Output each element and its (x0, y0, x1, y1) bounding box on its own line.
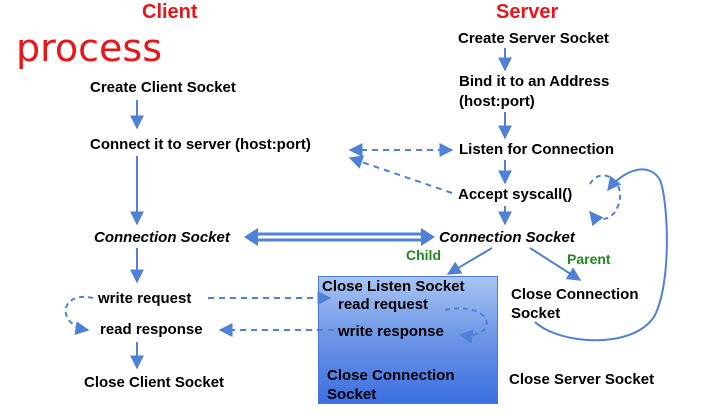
child-read-request: read request (338, 296, 429, 313)
child-close-conn-line1: Close Connection (327, 367, 455, 384)
server-bind-line1: Bind it to an Address (459, 73, 610, 90)
client-heading: Client (142, 1, 198, 23)
child-write-response: write response (338, 323, 444, 340)
arrow-to-parent (529, 247, 582, 281)
client-create-socket: Create Client Socket (90, 79, 236, 96)
server-close-socket: Close Server Socket (509, 371, 655, 388)
arrow-accept-to-connect (348, 155, 453, 194)
child-close-listen: Close Listen Socket (322, 278, 465, 295)
accept-loop-arrow (589, 174, 621, 227)
client-loop-arrow (64, 295, 94, 336)
parent-label: Parent (567, 251, 611, 267)
server-bind-line2: (host:port) (459, 93, 535, 110)
server-create-socket: Create Server Socket (458, 30, 609, 47)
server-listen: Listen for Connection (459, 141, 614, 158)
process-heading: process (16, 26, 163, 70)
parent-close-conn-line2: Socket (511, 305, 561, 322)
parent-loop-arrow (534, 168, 668, 342)
server-heading: Server (496, 1, 559, 23)
server-accept: Accept syscall() (458, 186, 573, 203)
client-read-response: read response (100, 321, 203, 338)
child-label: Child (406, 247, 441, 263)
client-connection-socket: Connection Socket (94, 229, 230, 246)
client-close-socket: Close Client Socket (84, 374, 225, 391)
double-arrow-right-head (421, 228, 435, 246)
client-connect: Connect it to server (host:port) (90, 136, 311, 153)
child-loop-arrow (444, 307, 488, 344)
child-close-conn-line2: Socket (327, 386, 377, 403)
server-connection-socket: Connection Socket (439, 229, 575, 246)
client-write-request: write request (98, 290, 192, 307)
parent-close-conn-line1: Close Connection (511, 286, 639, 303)
double-arrow-left-head (244, 228, 258, 246)
arrow-to-child (446, 247, 493, 275)
